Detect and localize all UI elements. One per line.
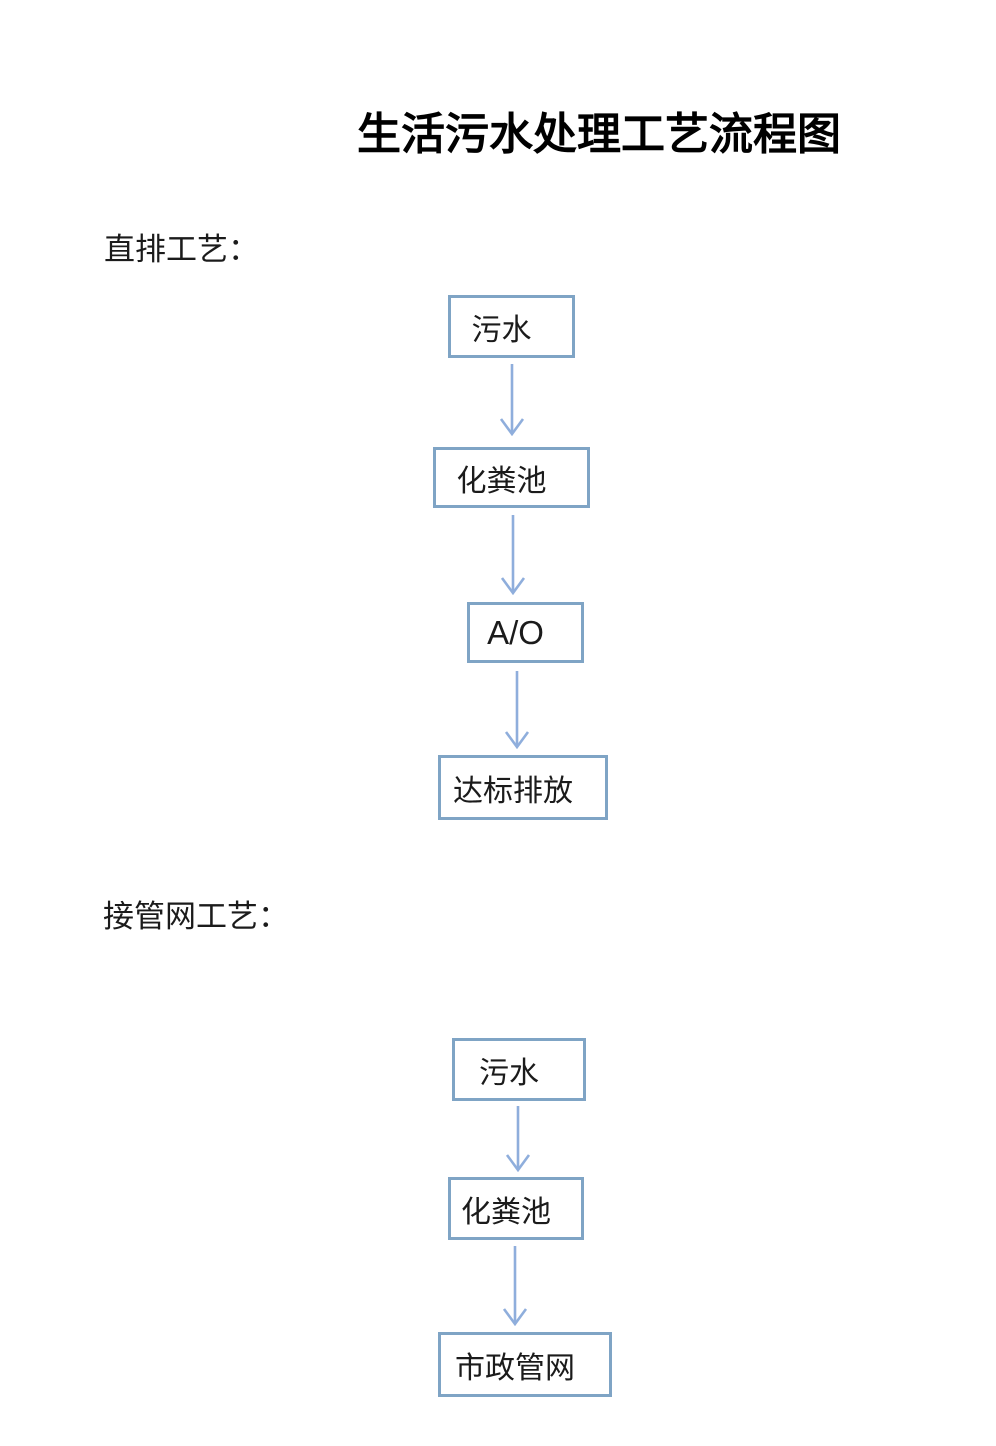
arrow-down-icon [500, 515, 526, 595]
page-title: 生活污水处理工艺流程图 [357, 109, 841, 160]
section-label-pipe-network: 接管网工艺： [103, 899, 289, 935]
flow-node-label: 化粪池 [461, 1194, 551, 1230]
flow2-node-municipal-pipe-network: 市政管网 [438, 1332, 612, 1397]
flow1-node-septic-tank: 化粪池 [433, 447, 590, 508]
arrow-down-icon [502, 1246, 528, 1326]
flow1-node-ao: A/O [467, 602, 584, 663]
flow-node-label: 污水 [479, 1055, 539, 1091]
arrow-down-icon [505, 1106, 531, 1172]
flow1-node-compliant-discharge: 达标排放 [438, 755, 608, 820]
flow-node-label: 达标排放 [453, 773, 573, 809]
flow2-node-sewage: 污水 [452, 1038, 586, 1101]
arrow-down-icon [499, 364, 525, 436]
flow-node-label: 化粪池 [456, 463, 547, 499]
flow-node-label: A/O [487, 613, 544, 651]
flow-node-label: 市政管网 [455, 1350, 575, 1386]
arrow-down-icon [504, 671, 530, 749]
flow-node-label: 污水 [471, 312, 532, 348]
flow2-node-septic-tank: 化粪池 [448, 1177, 584, 1240]
section-label-direct-discharge: 直排工艺： [104, 232, 259, 268]
flow1-node-sewage: 污水 [448, 295, 575, 358]
